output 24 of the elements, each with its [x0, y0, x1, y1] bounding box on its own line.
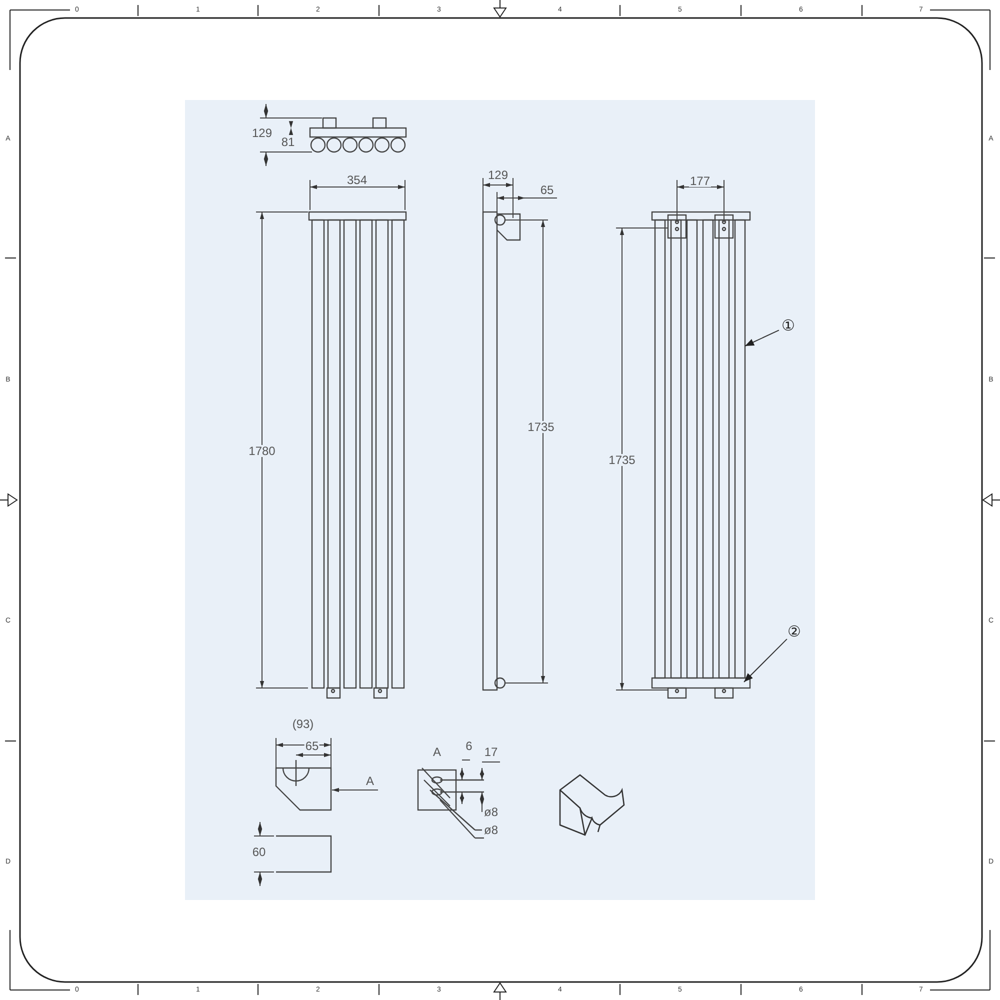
dimension-label: 1780: [248, 445, 276, 457]
dimension-label: (93): [291, 718, 315, 730]
dimension-label: 1735: [526, 421, 556, 433]
callout-number: ①: [782, 318, 794, 334]
dimension-label: 6: [464, 740, 474, 752]
dimension-label: 129: [486, 169, 510, 181]
dimension-label: 1735: [608, 454, 636, 466]
dimension-label: 65: [539, 184, 555, 196]
dimension-label: A: [432, 746, 442, 758]
dimension-label: ø8: [483, 806, 499, 818]
dimension-label: A: [365, 775, 375, 787]
callout-number: ②: [788, 624, 800, 640]
radiator-column: [734, 219, 746, 679]
dimension-label: 60: [251, 846, 267, 858]
dimension-label: ø8: [483, 824, 499, 836]
bottom-header-bar: [651, 677, 751, 689]
leader-line: [744, 330, 780, 346]
dimension-label: 129: [250, 127, 274, 139]
dimension-label: 354: [346, 174, 368, 186]
dimension-label: 177: [688, 175, 712, 187]
dimension-label: 81: [280, 136, 296, 148]
dimension-label: 17: [483, 746, 499, 758]
leader-line: [744, 638, 788, 682]
dimension-label: 65: [304, 740, 320, 752]
